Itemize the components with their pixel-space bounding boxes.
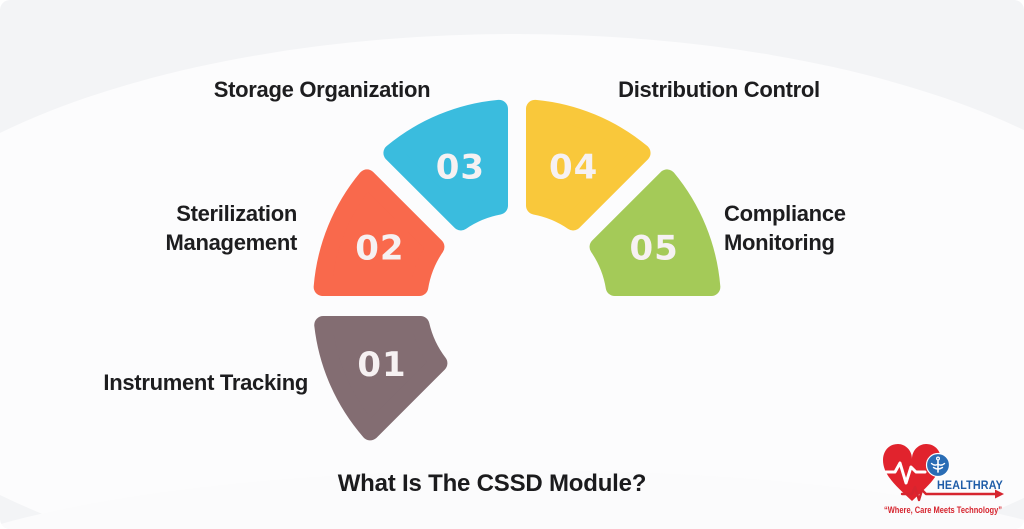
segment-label-sterilization-management: Sterilization Management [165, 201, 298, 255]
arrow-head-icon [995, 489, 1004, 499]
segment-arc-02 [313, 169, 445, 296]
ekg-line-icon [884, 461, 927, 485]
segment-arc-03 [383, 99, 508, 231]
segment-arc-05 [589, 169, 721, 296]
infographic-title: What Is The CSSD Module? [337, 470, 647, 497]
ekg-arrow-line [900, 485, 998, 502]
heart-icon [883, 444, 941, 501]
segment-number-02: 02 [355, 228, 404, 268]
segment-label-distribution-control: Distribution Control [618, 77, 820, 102]
segment-number-03: 03 [436, 147, 485, 187]
segment-label-compliance-monitoring: Compliance Monitoring [724, 201, 846, 255]
healthray-logo: HEALTHRAY “Where, Care Meets Technology” [883, 444, 1004, 515]
segment-arc-04 [526, 99, 651, 231]
caduceus-icon [930, 456, 946, 473]
segment-number-04: 04 [549, 147, 598, 187]
segment-arc-01 [314, 316, 448, 441]
segment-number-05: 05 [629, 228, 678, 268]
background-wave [0, 34, 1024, 529]
brand-tagline: “Where, Care Meets Technology” [884, 505, 1002, 515]
segment-number-01: 01 [357, 345, 406, 385]
segment-label-storage-organization: Storage Organization [213, 77, 431, 102]
brand-name: HEALTHRAY [937, 478, 1003, 492]
segment-label-instrument-tracking: Instrument Tracking [103, 370, 308, 395]
